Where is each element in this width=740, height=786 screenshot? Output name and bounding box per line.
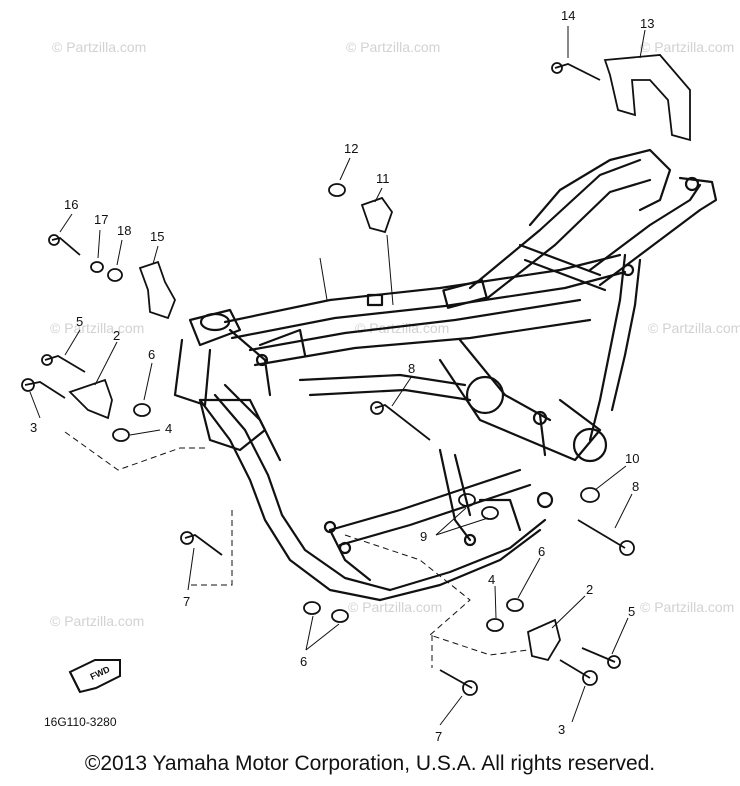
callout-4: 4 xyxy=(165,421,172,436)
watermark-layer: © Partzilla.com © Partzilla.com © Partzi… xyxy=(50,39,740,629)
callout-16: 16 xyxy=(64,197,78,212)
watermark: © Partzilla.com xyxy=(346,39,440,55)
callout-18: 18 xyxy=(117,223,131,238)
callout-8: 8 xyxy=(408,361,415,376)
watermark: © Partzilla.com xyxy=(640,599,734,615)
callout-15: 15 xyxy=(150,229,164,244)
callout-12: 12 xyxy=(344,141,358,156)
callout-labels: 14 13 12 11 16 17 18 15 5 2 6 3 4 8 10 8… xyxy=(30,8,654,744)
callout-13: 13 xyxy=(640,16,654,31)
callout-11: 11 xyxy=(376,171,390,186)
callout-7: 7 xyxy=(183,594,190,609)
callout-17: 17 xyxy=(94,212,108,227)
watermark: © Partzilla.com xyxy=(50,613,144,629)
callout-5: 5 xyxy=(76,314,83,329)
diagram-part-code: 16G110-3280 xyxy=(44,715,117,729)
callout-3: 3 xyxy=(558,722,565,737)
callout-9: 9 xyxy=(420,529,427,544)
watermark: © Partzilla.com xyxy=(50,320,144,336)
callout-2: 2 xyxy=(113,328,120,343)
leader-lines xyxy=(29,26,646,726)
callout-6: 6 xyxy=(538,544,545,559)
watermark: © Partzilla.com xyxy=(648,320,740,336)
callout-7: 7 xyxy=(435,729,442,744)
watermark: © Partzilla.com xyxy=(52,39,146,55)
callout-4: 4 xyxy=(488,572,495,587)
callout-6: 6 xyxy=(300,654,307,669)
assembly-dashed-lines xyxy=(64,431,529,668)
callout-5: 5 xyxy=(628,604,635,619)
fwd-arrow-icon: FWD xyxy=(68,659,121,694)
callout-10: 10 xyxy=(625,451,639,466)
watermark: © Partzilla.com xyxy=(348,599,442,615)
callout-2: 2 xyxy=(586,582,593,597)
callout-3: 3 xyxy=(30,420,37,435)
callout-8: 8 xyxy=(632,479,639,494)
motorcycle-frame xyxy=(173,148,718,602)
hardware-parts xyxy=(21,54,691,696)
watermark: © Partzilla.com xyxy=(640,39,734,55)
callout-14: 14 xyxy=(561,8,575,23)
copyright-notice: ©2013 Yamaha Motor Corporation, U.S.A. A… xyxy=(84,752,656,775)
callout-6: 6 xyxy=(148,347,155,362)
